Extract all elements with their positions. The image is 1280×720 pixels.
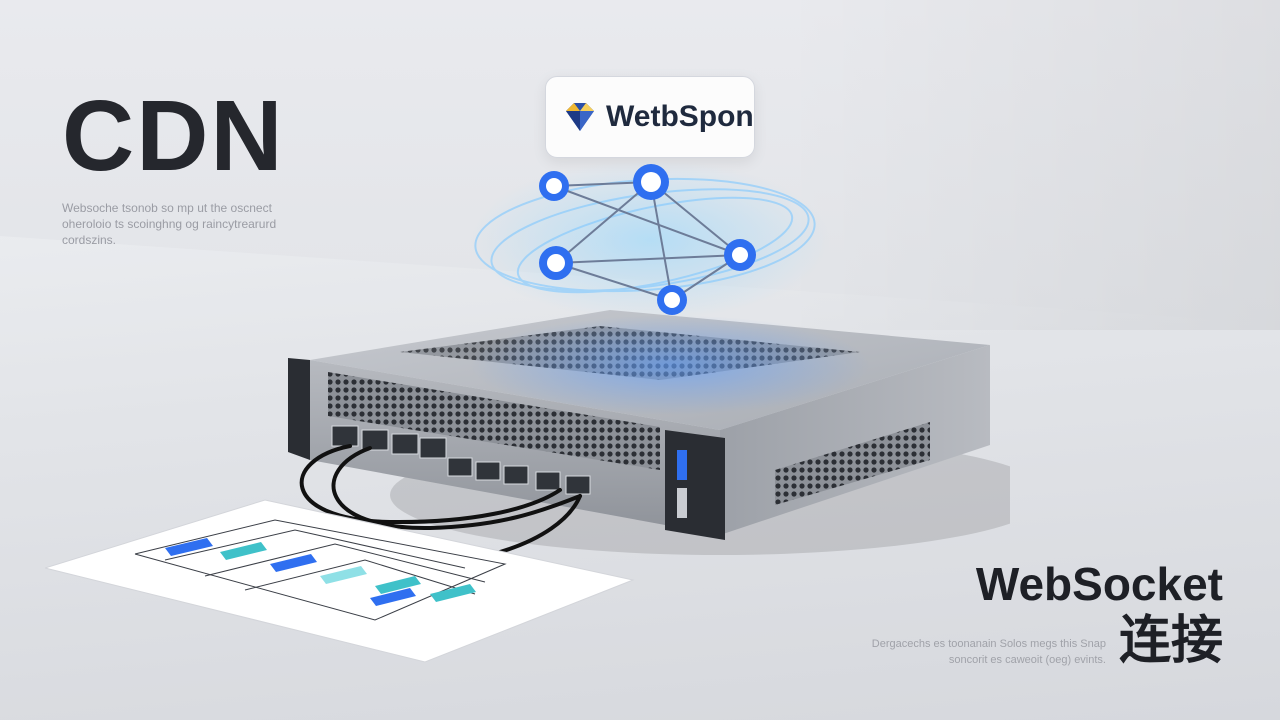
websocket-subtitle: 连接: [1118, 612, 1223, 670]
network-node: [539, 171, 569, 201]
brand-card: WetbSpon: [545, 76, 755, 158]
server-appliance: [288, 310, 1010, 555]
headline-blurb: Websoche tsonob so mp ut the oscnect ohe…: [62, 201, 277, 247]
network-node: [724, 239, 756, 271]
websocket-caption: Dergacechs es toonanain Solos megs this …: [871, 638, 1106, 666]
network-graph: [470, 160, 830, 320]
network-node: [657, 285, 687, 315]
headline-cdn: CDN: [62, 80, 285, 192]
network-diagram-sheet: [45, 499, 635, 663]
websocket-title: WebSocket: [975, 558, 1223, 610]
diamond-logo-icon: [566, 103, 594, 131]
network-node: [633, 164, 669, 200]
network-node: [539, 246, 573, 280]
brand-name: WetbSpon: [606, 100, 754, 133]
wall-shadow: [780, 0, 1280, 330]
